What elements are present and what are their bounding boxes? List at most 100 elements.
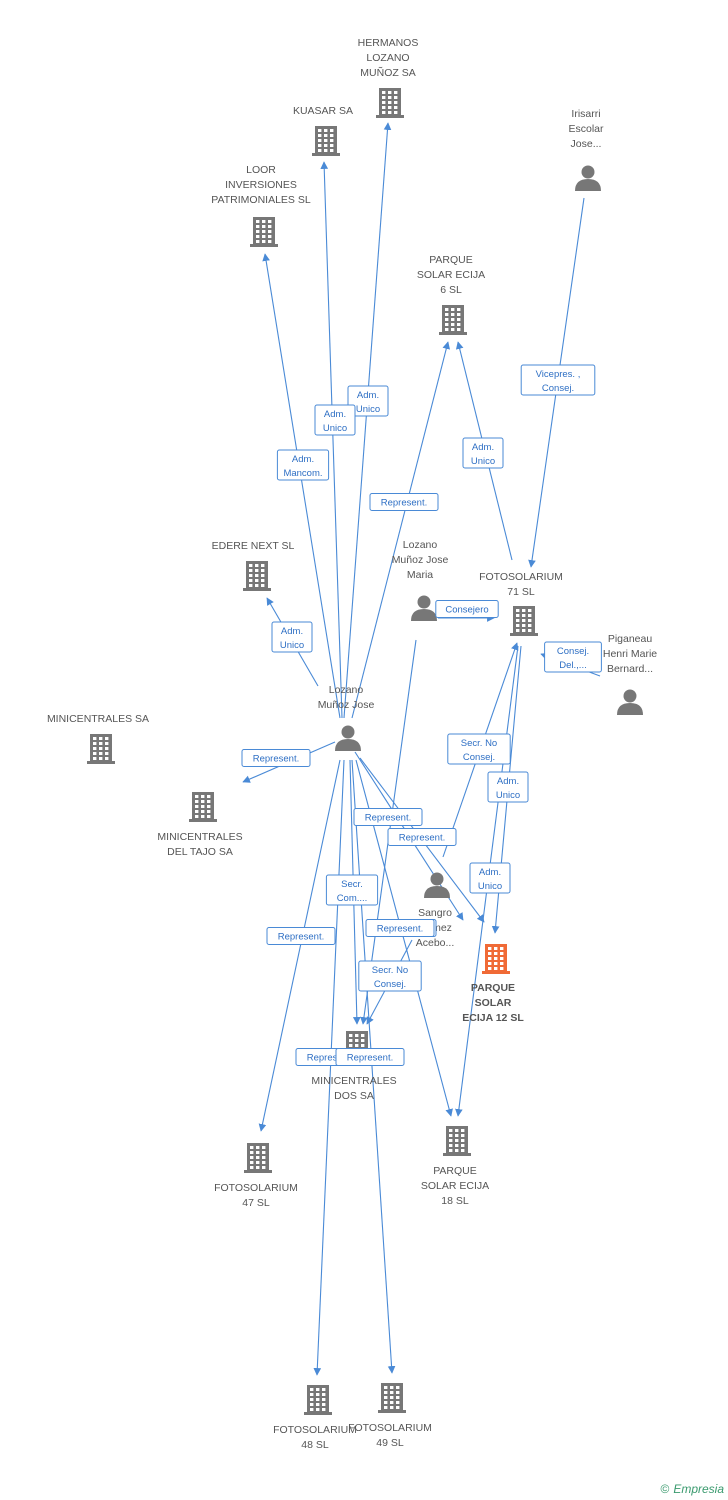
edge-label-lozano_jose-to-minidos[interactable]: Secr.Com.... — [325, 874, 379, 906]
node-label: MUÑOZ SA — [360, 66, 415, 79]
person-icon — [424, 872, 450, 898]
edge-label-lozano_jose-to-foto49[interactable]: Represent. — [335, 1048, 405, 1066]
edge-label-text: Unico — [471, 456, 495, 467]
edge-label-text: Del.,... — [559, 660, 586, 671]
node-label: Lozano — [329, 684, 364, 696]
edge-label-text: Secr. No — [372, 965, 408, 976]
edge-label-text: Consej. — [374, 979, 406, 990]
node-label: PARQUE — [471, 982, 515, 994]
building-icon — [510, 606, 538, 636]
node-label: SOLAR ECIJA — [417, 269, 485, 281]
node-label: Piganeau — [608, 633, 653, 645]
node-label: Jose... — [571, 138, 602, 150]
edge-label-text: Mancom. — [283, 468, 322, 479]
edge-label-text: Unico — [323, 423, 347, 434]
node-label: 71 SL — [507, 586, 535, 598]
edge-label-irisarri-to-foto71[interactable]: Vicepres. ,Consej. — [520, 364, 596, 396]
node-label: KUASAR SA — [293, 105, 353, 117]
node-label: 47 SL — [242, 1197, 270, 1209]
node-irisarri[interactable]: IrisarriEscolarJose... — [568, 108, 604, 191]
node-minicentrales[interactable]: MINICENTRALES SA — [47, 713, 149, 764]
node-label: PARQUE — [429, 254, 473, 266]
node-label: Maria — [407, 569, 433, 581]
edge-label-lozano_maria-to-foto71[interactable]: Consejero — [435, 600, 499, 618]
edge-lozano_jose-to-hermanos — [343, 122, 392, 719]
edge-label-lozano_jose-to-kuasar[interactable]: Adm. Unico — [314, 404, 356, 436]
node-label: FOTOSOLARIUM — [479, 571, 563, 583]
edge-label-text: Represent. — [381, 498, 427, 509]
edge-label-text: Secr. No — [461, 738, 497, 749]
edge-label-lozano_jose-to-minitajo[interactable]: Represent. — [241, 749, 311, 767]
edge-label-text: Unico — [356, 404, 380, 415]
edge-label-text: Adm. — [324, 409, 346, 420]
footer: ©Empresia — [660, 1482, 724, 1496]
edge-label-sangro-to-minidos[interactable]: Secr. No Consej. — [358, 960, 422, 992]
edge-label-text: Represent. — [253, 754, 299, 765]
edge-label-text: Unico — [496, 790, 520, 801]
node-label: Bernard... — [607, 663, 653, 675]
edge-lozano_jose-to-foto49 — [351, 759, 396, 1374]
edge-label-text: Represent. — [365, 813, 411, 824]
edge-label-text: Secr. — [341, 879, 363, 890]
node-minidos[interactable]: MINICENTRALES DOS SA — [311, 1031, 397, 1102]
edge-label-foto71-to-pse6[interactable]: Adm. Unico — [462, 437, 504, 469]
edge-label-text: Unico — [478, 881, 502, 892]
edge-lozano_jose-to-foto48 — [313, 759, 345, 1376]
person-icon — [617, 689, 643, 715]
node-label: MINICENTRALES SA — [47, 713, 149, 725]
node-label: MINICENTRALES — [157, 831, 242, 843]
edge-label-text: Represent. — [399, 833, 445, 844]
person-icon — [575, 165, 601, 191]
node-pse6[interactable]: PARQUE SOLAR ECIJA 6 SL — [417, 254, 485, 335]
building-icon — [376, 88, 404, 118]
edge-label-text: Represent. — [347, 1053, 393, 1064]
node-label: LOOR — [246, 164, 276, 176]
building-icon — [312, 126, 340, 156]
edge-label-foto71-to-pse18[interactable]: Adm.Unico — [469, 862, 511, 894]
node-label: Muñoz Jose — [318, 699, 375, 711]
edge-label-lozano_maria-to-minidos[interactable]: Represent. — [365, 919, 435, 937]
edge-label-text: Consejero — [445, 605, 488, 616]
node-foto71[interactable]: FOTOSOLARIUM 71 SL — [479, 571, 563, 636]
edge-lozano_jose-to-loor — [262, 253, 341, 719]
node-sangro[interactable]: SangroGomezAcebo... — [416, 872, 455, 950]
edge-label-lozano_jose-to-pse6[interactable]: Represent. — [369, 493, 439, 511]
node-label: MINICENTRALES — [311, 1075, 396, 1087]
node-label: Escolar — [568, 123, 604, 135]
node-label: Irisarri — [571, 108, 600, 120]
edge-label-lozano_jose-to-edere[interactable]: Adm.Unico — [271, 621, 313, 653]
edge-label-lozano_jose-to-hermanos[interactable]: Adm.Unico — [347, 385, 389, 417]
edge-label-lozano_jose-to-pse12[interactable]: Represent. — [387, 828, 457, 846]
building-icon — [87, 734, 115, 764]
edge-label-lozano_jose-to-pse12[interactable]: Represent. — [353, 808, 423, 826]
node-label: Acebo... — [416, 937, 455, 949]
node-label: DOS SA — [334, 1090, 374, 1102]
edge-label-lozano_jose-to-loor[interactable]: Adm.Mancom. — [276, 449, 330, 481]
node-label: 6 SL — [440, 284, 462, 296]
node-label: HERMANOS — [358, 37, 419, 49]
edge-lozano_jose-to-pse6 — [351, 341, 451, 719]
edge-label-lozano_jose-to-foto47[interactable]: Represent. — [266, 927, 336, 945]
node-edere[interactable]: EDERE NEXT SL — [212, 540, 295, 591]
node-label: Lozano — [403, 539, 438, 551]
edge-label-foto71-to-pse12[interactable]: Adm.Unico — [487, 771, 529, 803]
edge-label-piganeau-to-foto71[interactable]: Consej.Del.,... — [544, 641, 602, 673]
node-label: ECIJA 12 SL — [462, 1012, 524, 1024]
edge-label-text: Represent. — [377, 924, 423, 935]
building-icon — [482, 944, 510, 974]
edge-label-text: Adm. — [472, 442, 494, 453]
node-kuasar[interactable]: KUASAR SA — [293, 105, 353, 156]
